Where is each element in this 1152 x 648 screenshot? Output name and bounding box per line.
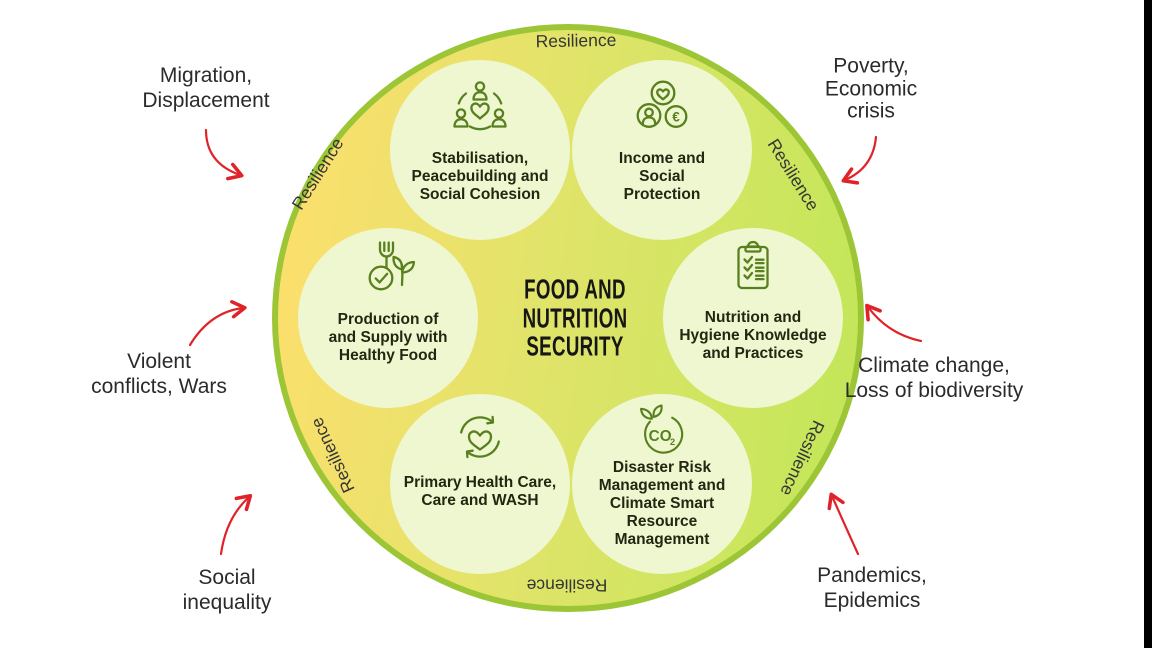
segment-label-line: Peacebuilding and (411, 168, 549, 185)
healthy-food-icon (368, 241, 416, 291)
arrow-climate (865, 303, 923, 343)
factor-line: Social (198, 566, 256, 589)
svg-text:€: € (672, 110, 680, 125)
checklist-icon (737, 240, 769, 290)
segment-label-line: Hygiene Knowledge (679, 327, 827, 344)
segment-label-line: Climate Smart (609, 495, 715, 512)
factor-line: Pandemics, (817, 564, 927, 587)
segment-label-line: Stabilisation, (431, 150, 529, 167)
segment-label-line: Care and WASH (421, 492, 539, 509)
segment-label-line: Healthy Food (338, 347, 438, 364)
factor-line: Economic (824, 76, 918, 100)
segment-label-line: Protection (623, 186, 701, 203)
community-icon (453, 81, 507, 131)
wheel-title-line: FOOD AND (524, 273, 626, 305)
wheel-title-line: SECURITY (526, 330, 624, 362)
factor-social-inequality: Social inequality (183, 565, 272, 615)
factor-line: Loss of biodiversity (844, 379, 1024, 402)
co2-icon: CO 2 (640, 404, 684, 454)
segment-label-line: Production of (337, 311, 439, 328)
wheel-segment-stabilisation: Stabilisation, Peacebuilding and Social … (390, 60, 570, 240)
segment-label-line: Disaster Risk (612, 459, 712, 476)
segment-label-line: Social (639, 168, 685, 185)
factor-line: Poverty, (833, 54, 909, 78)
factor-line: Epidemics (823, 589, 921, 612)
factor-line: conflicts, Wars (91, 375, 227, 398)
arrow-migration (204, 128, 244, 181)
segment-label-line: Primary Health Care, (403, 474, 557, 491)
segment-label-line: and Supply with (328, 329, 448, 346)
health-cycle-icon (460, 415, 500, 459)
svg-text:CO: CO (649, 428, 672, 445)
factor-line: Climate change, (858, 354, 1010, 377)
factor-climate-change: Climate change, Loss of biodiversity (845, 353, 1024, 403)
arrow-poverty (841, 135, 878, 185)
segment-label-line: Resource (626, 513, 698, 530)
factor-migration: Migration, Displacement (142, 63, 269, 113)
wheel-segment-health-care: Primary Health Care, Care and WASH (390, 394, 570, 574)
factor-line: Migration, (159, 64, 253, 87)
factor-line: Displacement (142, 89, 270, 112)
resilience-label-bottom: Resilience (526, 575, 608, 596)
svg-text:2: 2 (670, 437, 675, 447)
wheel-segment-nutrition-knowledge: Nutrition and Hygiene Knowledge and Prac… (663, 228, 843, 408)
wheel-title: FOOD AND NUTRITION SECURITY (523, 275, 628, 361)
factor-line: crisis (847, 99, 895, 123)
segment-label-line: Income and (618, 150, 706, 167)
resilience-label-top: Resilience (535, 29, 617, 52)
segment-label-line: and Practices (702, 345, 804, 362)
factor-pandemics: Pandemics, Epidemics (817, 563, 927, 613)
factor-violent-conflicts: Violent conflicts, Wars (91, 349, 227, 399)
factor-line: inequality (182, 591, 272, 614)
segment-label-line: Social Cohesion (419, 186, 541, 203)
screen-edge-bar (1144, 0, 1152, 648)
factor-poverty: Poverty, Economic crisis (825, 55, 917, 123)
income-icon: € (636, 80, 688, 128)
wheel-title-line: NUTRITION (522, 301, 628, 333)
wheel-segment-disaster-risk: CO 2 Disaster Risk Management and Climat… (572, 394, 752, 574)
arrow-pandemics (827, 492, 860, 556)
segment-label-line: Management and (598, 477, 726, 494)
wheel-segment-healthy-food: Production of and Supply with Healthy Fo… (298, 228, 478, 408)
segment-label-line: Management (614, 531, 710, 548)
factor-line: Violent (127, 350, 191, 373)
wheel-segment-income: € Income and Social Protection (572, 60, 752, 240)
arrow-violent (188, 300, 247, 347)
segment-label-line: Nutrition and (704, 309, 802, 326)
arrow-social (219, 493, 253, 556)
